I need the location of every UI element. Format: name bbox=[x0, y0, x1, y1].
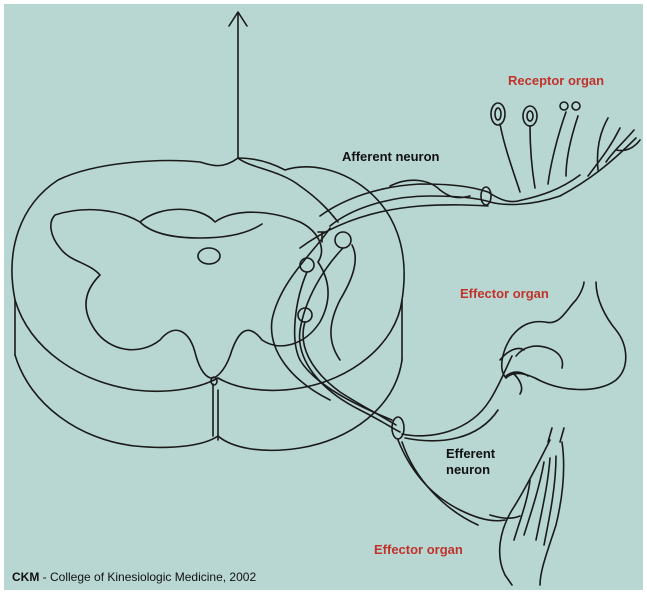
grey-commissure-line bbox=[140, 222, 262, 238]
effector-organ-muscle-label: Effector organ bbox=[374, 543, 463, 558]
afferent-nerve-sheath bbox=[481, 187, 491, 205]
receptor-stalk-3 bbox=[548, 112, 566, 184]
afferent-fiber-3 bbox=[330, 196, 560, 226]
receptor-branch-1 bbox=[588, 128, 620, 176]
neuron-cell-body-2 bbox=[300, 258, 314, 272]
credit-line: CKM - College of Kinesiologic Medicine, … bbox=[12, 570, 256, 584]
neuron-cell-body-1 bbox=[335, 232, 351, 248]
receptor-capsule-2-core bbox=[527, 111, 533, 121]
receptor-capsule-4 bbox=[572, 102, 580, 110]
grey-matter-outline bbox=[51, 209, 328, 378]
credit-abbreviation: CKM bbox=[12, 570, 39, 584]
visceral-efferent-nerve bbox=[402, 356, 512, 436]
efferent-neuron-label-line2: neuron bbox=[446, 463, 490, 478]
receptor-capsule-3 bbox=[560, 102, 568, 110]
receptor-capsule-2 bbox=[523, 106, 537, 126]
credit-text: - College of Kinesiologic Medicine, 2002 bbox=[39, 570, 256, 584]
efferent-fiber-3 bbox=[303, 322, 396, 425]
effector-organ-visceral-stub bbox=[514, 374, 522, 394]
receptor-stalk-2 bbox=[530, 126, 535, 188]
receptor-capsule-1-core bbox=[495, 108, 501, 120]
receptor-capsule-1 bbox=[491, 103, 505, 125]
afferent-fiber-5 bbox=[390, 180, 470, 197]
central-canal bbox=[198, 248, 220, 264]
effector-organ-visceral-label: Effector organ bbox=[460, 287, 549, 302]
effector-nerve-ending-3 bbox=[490, 515, 520, 518]
receptor-stalk-1 bbox=[500, 124, 520, 192]
receptor-stalk-4 bbox=[566, 116, 578, 176]
efferent-fiber-5 bbox=[331, 245, 355, 360]
efferent-neuron-label-line1: Efferent bbox=[446, 447, 495, 462]
spinal-cord-outline bbox=[12, 158, 404, 391]
receptor-organ-label: Receptor organ bbox=[508, 74, 604, 89]
afferent-neuron-label: Afferent neuron bbox=[342, 150, 440, 165]
